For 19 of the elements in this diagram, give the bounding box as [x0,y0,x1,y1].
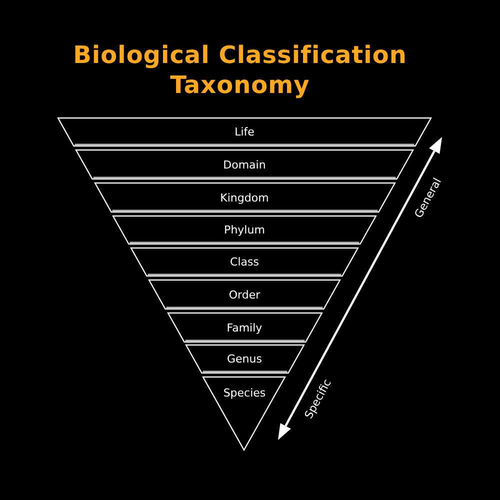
tier-label: Genus [227,352,262,366]
tier-label: Kingdom [220,191,269,204]
tier-label: Class [230,256,259,268]
pyramid-tier [186,345,304,373]
tier-label: Order [228,288,260,301]
pyramid-tier [149,280,340,309]
pyramid-tier [58,118,431,146]
title: Biological Classification Taxonomy [72,40,408,100]
pyramid-tier [94,183,394,212]
tier-label: Family [226,321,262,334]
pyramid-tier [113,216,376,244]
pyramid-tier [76,150,414,179]
pyramid-tier [131,248,358,276]
tier-label: Life [234,126,254,138]
tier-label: Domain [223,158,266,171]
pyramid-tier [168,313,322,342]
pyramid-tier [203,377,286,450]
tier-label: Phylum [224,224,265,236]
tier-label: Species [223,386,266,400]
